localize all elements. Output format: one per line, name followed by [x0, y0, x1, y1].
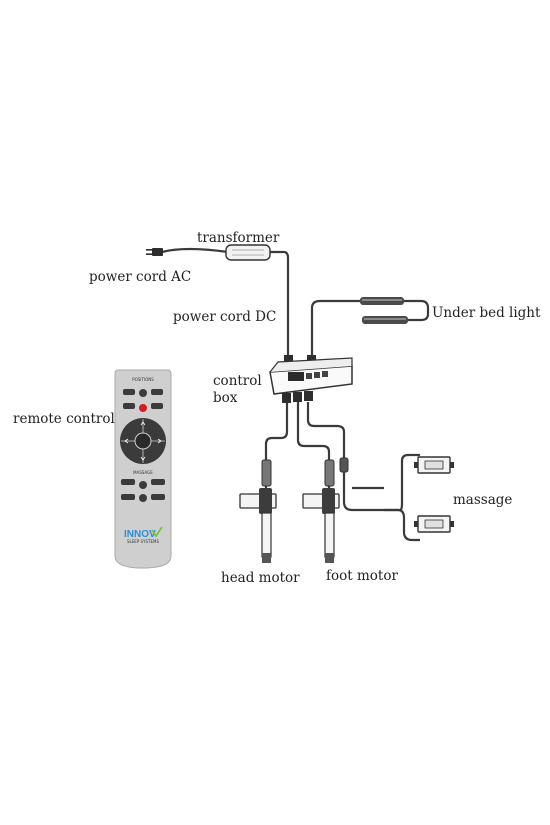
remote-button-top-center — [139, 389, 147, 397]
remote-massage-button-2 — [151, 479, 165, 485]
under-bed-light-loop — [404, 299, 430, 322]
arrow-right-icon — [157, 438, 162, 444]
arrow-down-icon — [140, 456, 146, 461]
massage-cable — [306, 402, 346, 462]
foot-motor-cable — [296, 402, 331, 462]
remote-button-mid-right — [151, 403, 163, 409]
innov-logo: INNOV SLEEP SYSTEMS — [124, 526, 163, 544]
remote-button-top-right — [151, 389, 163, 395]
massage-connector — [339, 457, 349, 473]
remote-massage-button-5 — [151, 494, 165, 500]
labels: transformer power cord AC power cord DC … — [13, 230, 541, 586]
remote-brand: INNOV — [124, 529, 156, 540]
arrow-up-icon — [140, 421, 146, 426]
power-plug — [146, 248, 163, 256]
remote-massage-button-1 — [121, 479, 135, 485]
remote-massage-heading: MASSAGE — [133, 470, 153, 475]
power-icon — [139, 404, 147, 412]
label-control-box-line2: box — [213, 390, 238, 406]
label-under-bed-light: Under bed light — [432, 305, 541, 321]
remote-button-mid-left — [123, 403, 135, 409]
massage-cable-lower — [342, 453, 420, 512]
control-box — [269, 355, 353, 403]
label-remote-control: remote control — [13, 411, 115, 427]
transformer — [225, 244, 271, 261]
arrow-left-icon — [124, 438, 129, 444]
label-head-motor: head motor — [221, 570, 300, 586]
power-cord-ac-cable — [161, 247, 229, 254]
remote-button-top-left — [123, 389, 135, 395]
label-transformer: transformer — [197, 230, 280, 246]
remote-massage-button-6 — [139, 494, 147, 502]
label-control-box-line1: control — [213, 373, 262, 389]
label-foot-motor: foot motor — [326, 568, 398, 584]
foot-motor — [302, 459, 340, 563]
massage-motor-upper — [414, 456, 454, 474]
head-motor-cable — [264, 402, 289, 462]
under-bed-light-cable — [310, 299, 360, 362]
remote-brand-tagline: SLEEP SYSTEMS — [127, 539, 159, 544]
checkmark-icon — [151, 526, 163, 538]
label-power-cord-ac: power cord AC — [89, 269, 191, 285]
under-bed-light — [360, 297, 408, 324]
remote-positions-heading: POSITIONS — [132, 377, 154, 382]
remote-control: POSITIONS MASSAGE INNOV SLEEP SYSTEMS — [114, 369, 172, 569]
massage-motor-lower — [414, 515, 454, 533]
head-motor — [239, 459, 277, 563]
massage-cable-branch — [384, 508, 420, 542]
label-power-cord-dc: power cord DC — [173, 309, 276, 325]
label-massage: massage — [453, 492, 512, 508]
power-cord-dc-cable — [268, 250, 290, 358]
remote-massage-button-4 — [121, 494, 135, 500]
remote-massage-button-3 — [139, 481, 147, 489]
